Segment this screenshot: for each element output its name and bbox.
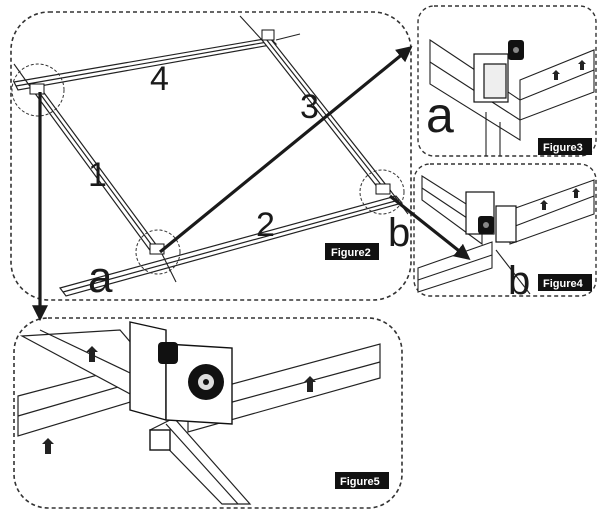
figure5-panel: Figure5 bbox=[13, 317, 403, 509]
rail-number-3: 3 bbox=[300, 88, 319, 126]
figure2-panel: 4 1 3 2 a b Figure2 bbox=[10, 11, 412, 302]
figure4-tag-bg bbox=[538, 274, 592, 291]
joint-circle-b bbox=[359, 169, 405, 215]
slot-arrows bbox=[42, 346, 316, 454]
bracket-clamp-icon bbox=[29, 29, 391, 255]
figure3-letter: a bbox=[426, 87, 454, 143]
knob-icon bbox=[508, 40, 524, 60]
figure3-caption: Figure3 bbox=[543, 142, 583, 154]
figure2-caption: Figure2 bbox=[331, 247, 371, 259]
rail-fragments bbox=[13, 15, 409, 283]
arrow-icon bbox=[158, 45, 413, 254]
knob-icon bbox=[158, 342, 224, 400]
rail-number-2: 2 bbox=[256, 206, 275, 244]
slot-arrows bbox=[540, 188, 580, 210]
figure5-caption: Figure5 bbox=[340, 476, 380, 488]
joint-label-a: a bbox=[88, 253, 113, 302]
figure4-panel: b Figure4 bbox=[413, 163, 597, 303]
joint-label-b: b bbox=[388, 211, 410, 255]
rail-number-4: 4 bbox=[150, 60, 169, 98]
joint-circle-top-left bbox=[11, 63, 65, 117]
rail-4 bbox=[13, 37, 278, 91]
figure5-tag-bg bbox=[335, 472, 389, 489]
connector-arrows bbox=[32, 45, 471, 322]
rail-2 bbox=[58, 195, 404, 297]
joint-circle-a bbox=[135, 229, 181, 275]
figure3-panel: a Figure3 bbox=[417, 5, 597, 157]
figure2-tag-bg bbox=[325, 243, 379, 260]
figure4-letter: b bbox=[508, 259, 530, 303]
figure3-clamp bbox=[473, 53, 509, 103]
rail-number-1: 1 bbox=[88, 156, 107, 194]
figure3-tag-bg bbox=[538, 138, 592, 155]
figure4-caption: Figure4 bbox=[543, 278, 584, 290]
arrow-icon bbox=[389, 194, 471, 260]
slot-arrows bbox=[552, 60, 586, 80]
knob-icon bbox=[478, 216, 494, 234]
